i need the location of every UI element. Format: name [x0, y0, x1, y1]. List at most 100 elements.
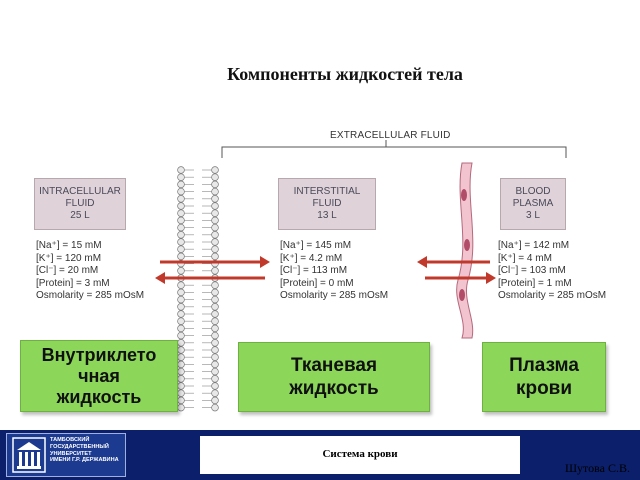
ion-value: [Na⁺] = 15 mM [36, 240, 102, 251]
phospholipid-head [211, 223, 219, 232]
ion-value: [K⁺] = 120 mM [36, 252, 102, 264]
exchange-arrows [155, 256, 496, 284]
phospholipid-head [211, 166, 219, 174]
phospholipid-head [177, 324, 185, 333]
phospholipid-head [177, 375, 185, 383]
phospholipid-head [211, 202, 219, 210]
ion-value: [Cl⁻] = 113 mM [280, 265, 348, 276]
box-line: 13 L [317, 210, 337, 221]
phospholipid-head [211, 187, 219, 196]
phospholipid-head [211, 267, 219, 275]
phospholipid-head [211, 382, 219, 390]
ion-value: [Cl⁻] = 20 mM [36, 265, 99, 276]
university-logo [6, 433, 126, 477]
phospholipid-head [177, 288, 185, 297]
phospholipid-head [177, 223, 185, 232]
intracellular-ru-label: Внутриклето чная жидкость [20, 340, 178, 412]
phospholipid-head [211, 339, 219, 347]
box-line: FLUID [312, 198, 342, 209]
phospholipid-head [211, 396, 219, 405]
phospholipid-head [177, 339, 185, 347]
ru-label-line: Внутриклето [41, 344, 157, 365]
phospholipid-head [177, 202, 185, 210]
ion-value: [Protein] = 3 mM [36, 277, 110, 289]
phospholipid-head [177, 295, 185, 304]
extracellular-fluid-label: EXTRACELLULAR FLUID [330, 130, 451, 141]
phospholipid-head [177, 209, 185, 217]
phospholipid-head [177, 216, 185, 225]
phospholipid-head [177, 403, 185, 412]
phospholipid-head [177, 166, 185, 174]
phospholipid-head [177, 281, 185, 289]
phospholipid-head [177, 267, 185, 275]
capillary-wall [456, 162, 474, 339]
intracellular-fluid-box: INTRACELLULAR FLUID 25 L [34, 178, 126, 230]
phospholipid-head [177, 231, 185, 239]
phospholipid-head [177, 245, 185, 253]
phospholipid-head [211, 324, 219, 333]
extracellular-bracket [221, 140, 567, 158]
phospholipid-head [211, 367, 219, 376]
phospholipid-head [211, 375, 219, 383]
slide-title: Компоненты жидкостей тела [227, 64, 463, 84]
phospholipid-head [177, 382, 185, 390]
phospholipid-head [211, 353, 219, 361]
plasma-ru-label: Плазма крови [482, 342, 606, 412]
interstitial-ru-label: Тканевая жидкость [238, 342, 430, 412]
phospholipid-head [177, 180, 185, 189]
university-name: ТАМБОВСКИЙ ГОСУДАРСТВЕННЫЙ УНИВЕРСИТЕТ И… [50, 437, 126, 464]
box-line: FLUID [65, 198, 95, 209]
phospholipid-head [177, 389, 185, 397]
phospholipid-head [211, 238, 219, 246]
ion-value: [Protein] = 1 mM [498, 277, 572, 289]
university-building-icon [12, 437, 46, 473]
ru-label-line: жидкость [56, 386, 142, 407]
phospholipid-head [177, 173, 185, 181]
box-line: 3 L [526, 210, 540, 221]
phospholipid-head [211, 216, 219, 225]
logo-line: УНИВЕРСИТЕТ [50, 450, 92, 457]
interstitial-fluid-box: INTERSTITIAL FLUID 13 L [278, 178, 376, 230]
phospholipid-head [211, 331, 219, 340]
ion-value: Osmolarity = 285 mOsM [280, 290, 389, 301]
blood-plasma-box: BLOOD PLASMA 3 L [500, 178, 566, 230]
logo-line: ИМЕНИ Г.Р. ДЕРЖАВИНА [50, 457, 119, 464]
phospholipid-head [211, 195, 219, 203]
ion-value: [Cl⁻] = 103 mM [498, 265, 566, 276]
logo-line: ТАМБОВСКИЙ [50, 437, 90, 443]
phospholipid-head [177, 367, 185, 376]
box-line: INTERSTITIAL [293, 186, 361, 197]
ru-label-line: Плазма [509, 355, 579, 376]
phospholipid-head [211, 310, 219, 318]
phospholipid-head [211, 180, 219, 189]
ion-value: [Na⁺] = 145 mM [280, 240, 352, 251]
ru-label-line: жидкость [289, 378, 379, 399]
phospholipid-head [211, 403, 219, 412]
phospholipid-head [177, 310, 185, 318]
phospholipid-head [211, 231, 219, 239]
footer-center-panel [200, 436, 520, 474]
ru-label-line: крови [515, 378, 573, 399]
box-line: BLOOD [515, 186, 551, 197]
diagram-graphics [155, 140, 567, 412]
phospholipid-head [211, 173, 219, 181]
ru-label-line: чная [78, 365, 120, 386]
phospholipid-head [177, 346, 185, 354]
phospholipid-head [211, 295, 219, 304]
box-line: PLASMA [512, 198, 554, 209]
ion-value: [K⁺] = 4 mM [498, 252, 552, 264]
phospholipid-head [177, 187, 185, 196]
box-line: 25 L [70, 210, 90, 221]
ion-value: Osmolarity = 285 mOsM [36, 290, 145, 301]
box-line: INTRACELLULAR [39, 186, 121, 197]
ion-value: [Protein] = 0 mM [280, 277, 354, 289]
ion-value: [K⁺] = 4.2 mM [280, 252, 343, 264]
cell-membrane [177, 166, 219, 412]
phospholipid-head [177, 195, 185, 203]
phospholipid-head [177, 238, 185, 246]
phospholipid-head [177, 360, 185, 369]
ru-label-line: Тканевая [290, 355, 378, 376]
phospholipid-head [211, 317, 219, 325]
footer-title: Система крови [322, 448, 398, 460]
phospholipid-head [177, 252, 185, 261]
